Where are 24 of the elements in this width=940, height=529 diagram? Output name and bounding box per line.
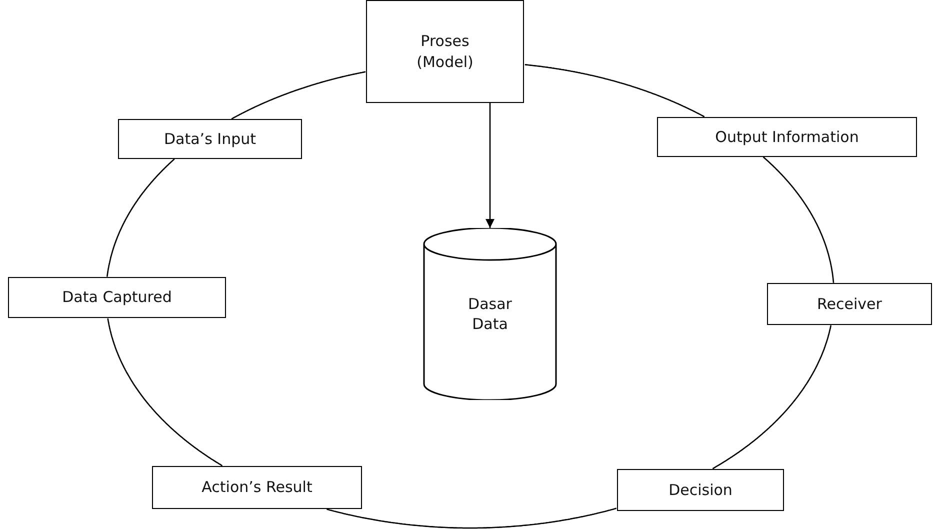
process-box <box>8 277 226 318</box>
connector-arc <box>762 156 834 284</box>
process-box <box>657 117 917 157</box>
process-box <box>617 469 784 511</box>
process-box <box>152 466 362 509</box>
node-label: Dasar Data <box>467 294 513 334</box>
node-label: Data Captured <box>62 287 172 308</box>
node-label: Proses (Model) <box>416 31 474 72</box>
connector-arc <box>107 318 223 466</box>
database-cylinder <box>423 228 557 400</box>
node-label: Data’s Input <box>164 128 256 150</box>
node-label: Receiver <box>817 294 882 314</box>
node-label: Output Information <box>715 126 859 148</box>
process-box <box>767 283 932 325</box>
node-label: Decision <box>668 480 732 500</box>
connector-arc <box>712 325 832 470</box>
process-box <box>366 0 524 103</box>
connector-arc <box>231 71 366 120</box>
arrow <box>485 103 495 228</box>
connector-arc <box>524 64 705 118</box>
node-label: Action’s Result <box>202 477 312 498</box>
connector-arc <box>326 508 617 529</box>
connector-arc <box>106 158 175 277</box>
process-box <box>118 119 302 159</box>
